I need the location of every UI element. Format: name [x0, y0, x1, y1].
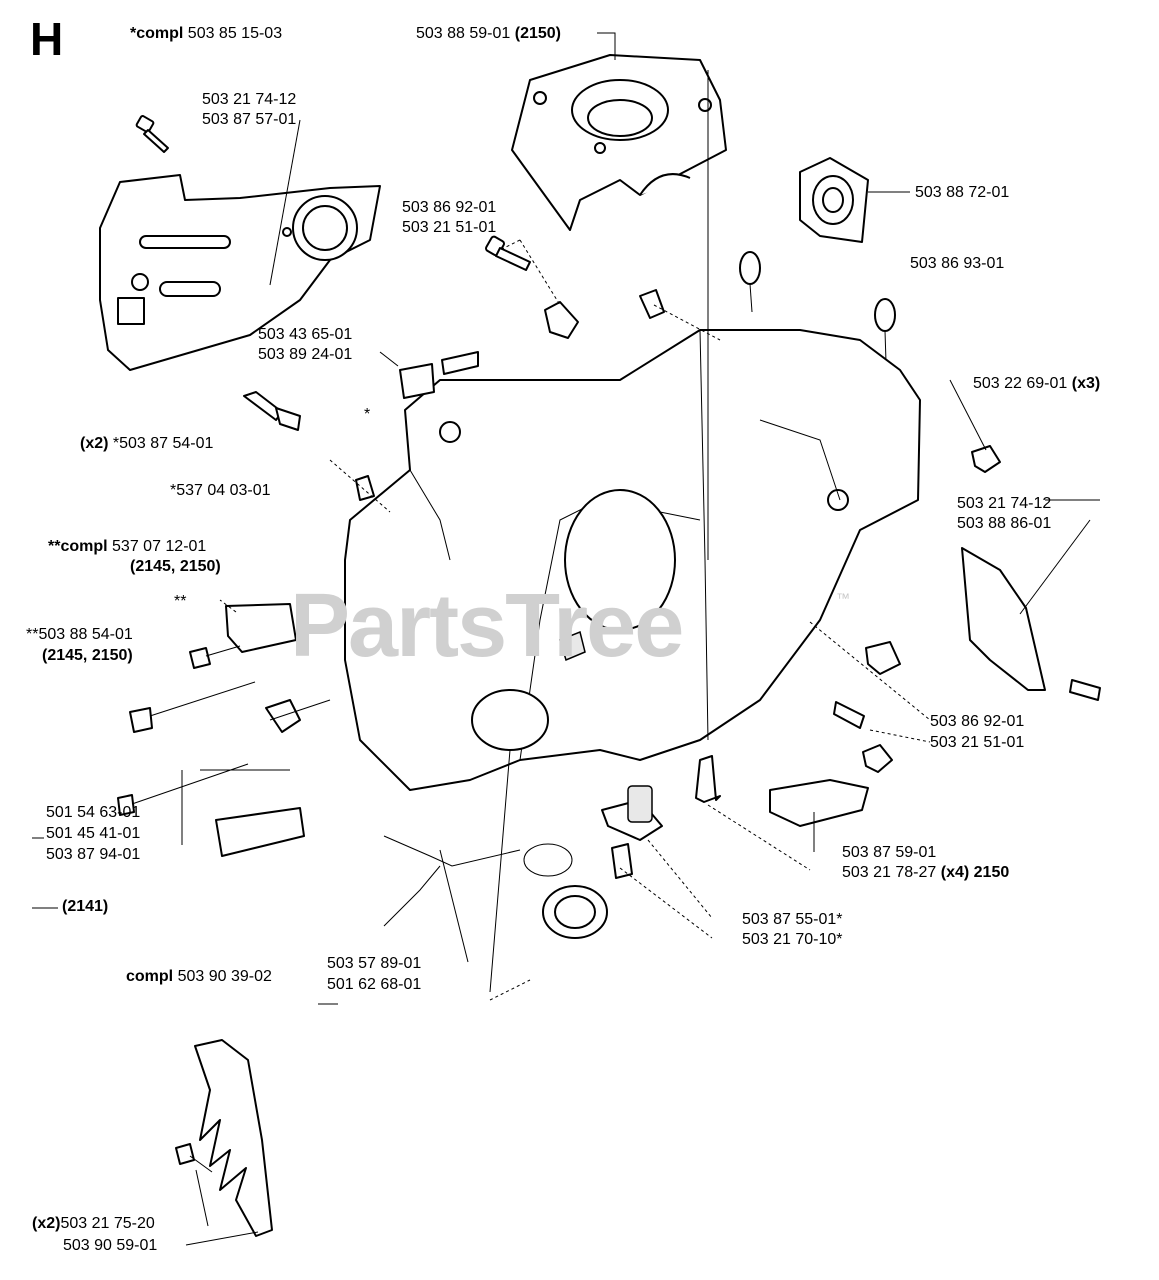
adjuster-screw-parts [117, 681, 305, 857]
label-right-screw-b[interactable]: 503 88 86-01 [957, 515, 1052, 532]
label-right-bolt-b[interactable]: 503 21 51-01 [930, 734, 1025, 751]
felling-dog-part [175, 1039, 273, 1237]
bracket-part [695, 755, 869, 827]
watermark: PartsTree [290, 576, 684, 676]
label-tensioner-compl[interactable]: **compl 537 07 12-01 [48, 538, 207, 555]
cover-screw-part [135, 115, 169, 153]
anti-vibration-mount-part [799, 157, 869, 243]
cap-plug-parts [639, 251, 896, 363]
filter-part [601, 785, 663, 879]
label-bracket-b[interactable]: 503 21 78-27 (x4) 2150 [842, 864, 1010, 881]
label-cap-plug[interactable]: 503 86 93-01 [910, 255, 1005, 272]
crankcase-part [344, 329, 921, 791]
label-pin[interactable]: *537 04 03-01 [170, 482, 271, 499]
section-letter: H [30, 13, 64, 65]
label-spike-a[interactable]: (x2)503 21 75-20 [32, 1215, 155, 1232]
label-bracket-a[interactable]: 503 87 59-01 [842, 844, 937, 861]
label-bar-bolt[interactable]: (x2) *503 87 54-01 [80, 435, 214, 452]
watermark-trademark: ™ [836, 590, 850, 606]
leader-lines [32, 32, 1100, 1246]
fuel-cap-part [383, 835, 608, 939]
label-spring-a[interactable]: 503 43 65-01 [258, 326, 353, 343]
label-screw-set-a[interactable]: 501 54 63-01 [46, 804, 141, 821]
label-double-star: ** [174, 593, 187, 610]
label-cover-screw-b[interactable]: 503 87 57-01 [202, 111, 297, 128]
label-cover-screw-a[interactable]: 503 21 74-12 [202, 91, 297, 108]
label-model-2141: (2141) [62, 898, 109, 915]
label-mount[interactable]: 503 88 72-01 [915, 184, 1010, 201]
chain-tensioner-part [189, 603, 297, 669]
label-right-screw-a[interactable]: 503 21 74-12 [957, 495, 1052, 512]
label-tensioner-compl-models: (2145, 2150) [130, 558, 221, 575]
label-star: * [364, 406, 371, 423]
side-cover-part [961, 547, 1101, 701]
clip-parts [862, 445, 1001, 773]
label-top-bolt-a[interactable]: 503 86 92-01 [402, 199, 497, 216]
label-cover-compl[interactable]: *compl 503 85 15-03 [130, 25, 283, 42]
chain-cover-part [99, 174, 381, 371]
label-filter-b[interactable]: 503 21 70-10* [742, 931, 843, 948]
label-tensioner-models: (2145, 2150) [42, 647, 133, 664]
label-fuel-a[interactable]: 503 57 89-01 [327, 955, 422, 972]
bar-bolt-part [243, 391, 301, 431]
label-cylinder[interactable]: 503 88 59-01 (2150) [416, 25, 561, 42]
label-right-bolt-a[interactable]: 503 86 92-01 [930, 713, 1025, 730]
label-clip-x3[interactable]: 503 22 69-01 (x3) [973, 375, 1101, 392]
label-screw-set-c[interactable]: 503 87 94-01 [46, 846, 141, 863]
label-screw-set-b[interactable]: 501 45 41-01 [46, 825, 141, 842]
label-fuel-compl[interactable]: compl 503 90 39-02 [126, 968, 272, 985]
spring-parts [355, 351, 479, 501]
label-spring-b[interactable]: 503 89 24-01 [258, 346, 353, 363]
label-fuel-b[interactable]: 501 62 68-01 [327, 976, 422, 993]
label-tensioner[interactable]: **503 88 54-01 [26, 626, 133, 643]
label-filter-a[interactable]: 503 87 55-01* [742, 911, 843, 928]
top-bolt-part [485, 235, 579, 339]
label-spike-b[interactable]: 503 90 59-01 [63, 1237, 158, 1254]
right-bolt-part [833, 641, 901, 729]
label-top-bolt-b[interactable]: 503 21 51-01 [402, 219, 497, 236]
cylinder-part [511, 54, 727, 231]
